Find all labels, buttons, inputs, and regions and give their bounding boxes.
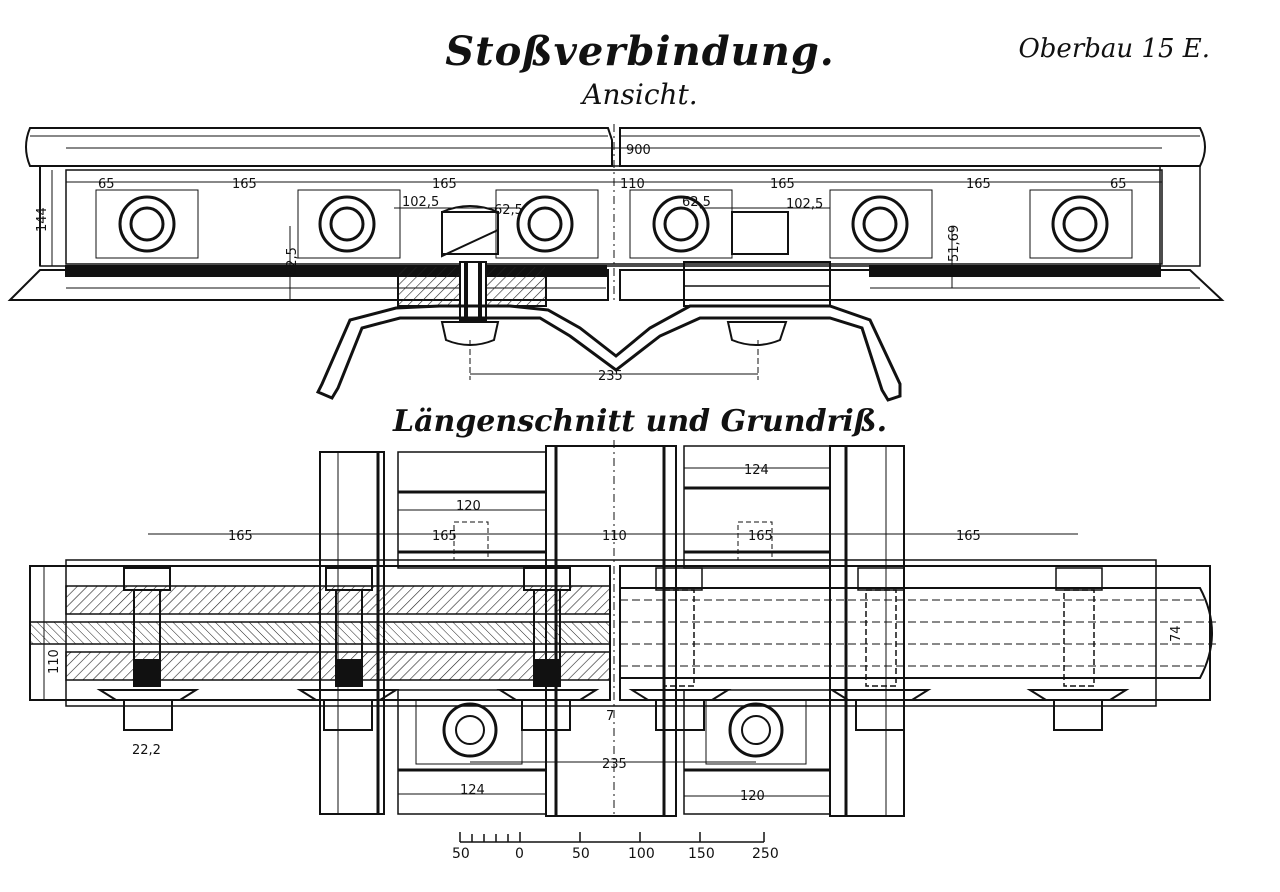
- scale-bar: [459, 832, 765, 843]
- plan-dimensions: [43, 467, 1078, 797]
- scale-label: 150: [688, 846, 715, 862]
- section-plan-view: [29, 440, 1216, 817]
- scale-label: 50: [572, 846, 590, 862]
- scale-label: 0: [515, 846, 524, 862]
- rail-head-right: [619, 127, 1206, 167]
- dim-label: 74: [1169, 625, 1184, 642]
- sleeper-profile: [315, 304, 902, 402]
- dim-label: 110: [602, 529, 627, 544]
- view-heading: Ansicht.: [582, 78, 698, 111]
- dim-label: 165: [966, 177, 991, 192]
- dim-label: 22,2: [132, 743, 161, 758]
- dim-label: 165: [228, 529, 253, 544]
- dim-label: 65: [98, 177, 115, 192]
- dim-label: 165: [748, 529, 773, 544]
- elevation-dimensions: [51, 147, 1162, 380]
- dim-label: 110: [47, 649, 62, 674]
- scale-label: 250: [752, 846, 779, 862]
- dim-label: 900: [626, 143, 651, 158]
- elevation-view: [7, 124, 1225, 402]
- dim-label: 110: [620, 177, 645, 192]
- dim-label: 144: [35, 207, 50, 232]
- section-heading: Längenschnitt und Grundriß.: [392, 404, 888, 439]
- dim-label: 65: [1110, 177, 1127, 192]
- dim-label: 124: [460, 783, 485, 798]
- dim-label: 120: [740, 789, 765, 804]
- dim-label: 102,5: [786, 197, 823, 212]
- dim-label: 62,5: [285, 247, 300, 276]
- dim-label: 102,5: [402, 195, 439, 210]
- sheet-label: Oberbau 15 E.: [1018, 34, 1210, 64]
- dim-label: 124: [744, 463, 769, 478]
- dim-label: 120: [456, 499, 481, 514]
- dim-label: 62,5: [682, 195, 711, 210]
- dim-label: 235: [602, 757, 627, 772]
- drawing-title: Stoßverbindung.: [445, 28, 835, 75]
- dim-label: 62,5: [494, 203, 523, 218]
- dim-label: 165: [432, 529, 457, 544]
- dim-label: 165: [432, 177, 457, 192]
- dim-label: 235: [598, 369, 623, 384]
- scale-label: 100: [628, 846, 655, 862]
- rail-head-left: [25, 127, 613, 167]
- scale-label: 50: [452, 846, 470, 862]
- rail-right-plan: [619, 565, 1211, 701]
- dim-label: 165: [232, 177, 257, 192]
- dim-label: 165: [770, 177, 795, 192]
- dim-label: 7: [606, 709, 614, 724]
- dim-label: 51,69: [947, 225, 962, 262]
- dim-label: 165: [956, 529, 981, 544]
